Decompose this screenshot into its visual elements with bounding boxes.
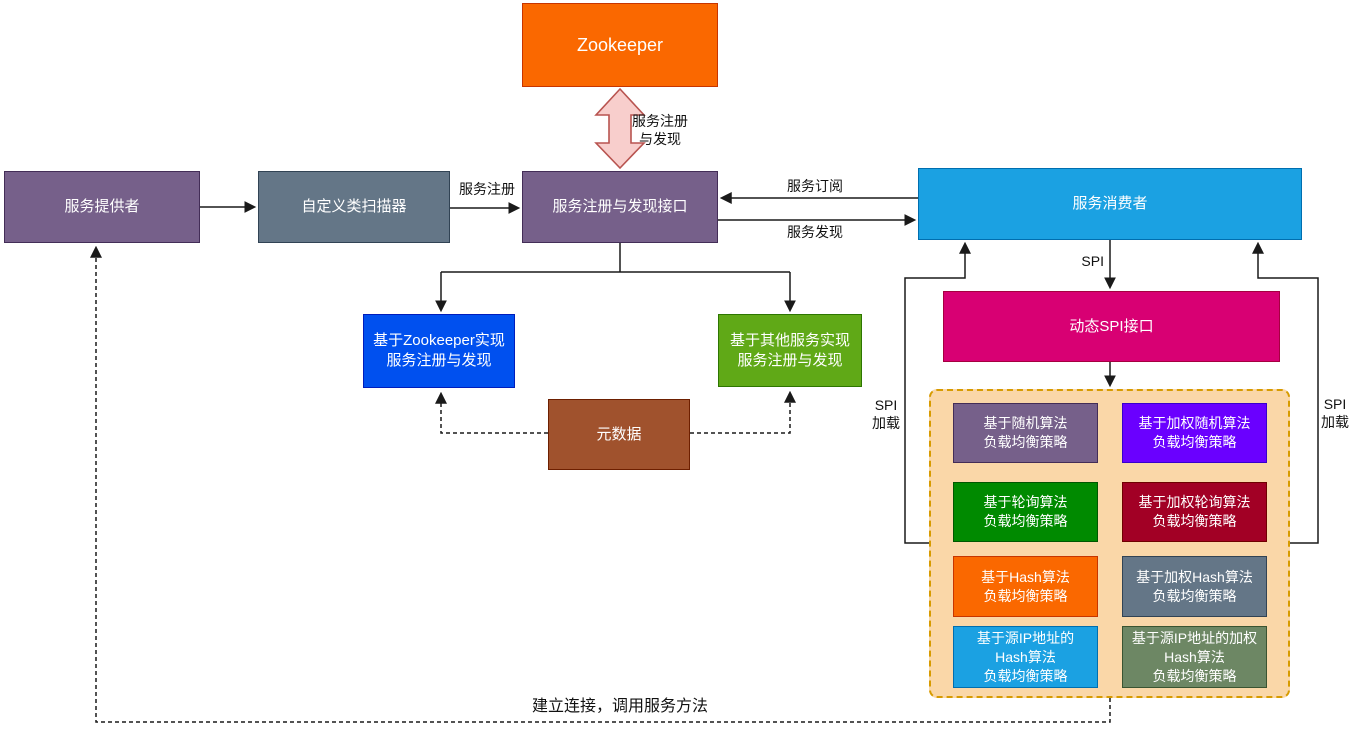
strategy-hash: 基于Hash算法 负载均衡策略 <box>953 556 1098 617</box>
edge-metadata-to-other-impl <box>690 390 796 434</box>
strategy-weighted-random: 基于加权随机算法 负载均衡策略 <box>1122 403 1267 463</box>
node-zookeeper-impl: 基于Zookeeper实现 服务注册与发现 <box>363 314 515 388</box>
strategy-source-ip-hash: 基于源IP地址的 Hash算法 负载均衡策略 <box>953 626 1098 688</box>
label-spi: SPI <box>1081 253 1104 269</box>
label-service-register: 服务注册 <box>459 181 515 197</box>
strategy-round-robin: 基于轮询算法 负载均衡策略 <box>953 482 1098 542</box>
strategy-weighted-round-robin: 基于加权轮询算法 负载均衡策略 <box>1122 482 1267 542</box>
label-spi-load-right: SPI 加载 <box>1321 396 1349 430</box>
node-service-provider: 服务提供者 <box>4 171 200 243</box>
strategy-weighted-hash: 基于加权Hash算法 负载均衡策略 <box>1122 556 1267 617</box>
label-service-subscribe: 服务订阅 <box>787 178 843 194</box>
edge-interface-branch <box>441 243 790 273</box>
node-zookeeper: Zookeeper <box>522 3 718 87</box>
node-other-service-impl: 基于其他服务实现 服务注册与发现 <box>718 314 862 387</box>
strategy-source-ip-weighted-hash: 基于源IP地址的加权 Hash算法 负载均衡策略 <box>1122 626 1267 688</box>
node-metadata: 元数据 <box>548 399 690 470</box>
edge-metadata-to-zk-impl <box>435 391 548 434</box>
node-dynamic-spi-interface: 动态SPI接口 <box>943 291 1280 362</box>
label-service-discover: 服务发现 <box>787 224 843 240</box>
label-spi-load-left: SPI 加载 <box>872 397 900 431</box>
label-zk-register-discover: 服务注册 与发现 <box>632 113 688 147</box>
label-connect-invoke: 建立连接，调用服务方法 <box>531 698 708 715</box>
node-service-consumer: 服务消费者 <box>918 168 1302 240</box>
node-registry-interface: 服务注册与发现接口 <box>522 171 718 243</box>
strategy-random: 基于随机算法 负载均衡策略 <box>953 403 1098 463</box>
node-class-scanner: 自定义类扫描器 <box>258 171 450 243</box>
